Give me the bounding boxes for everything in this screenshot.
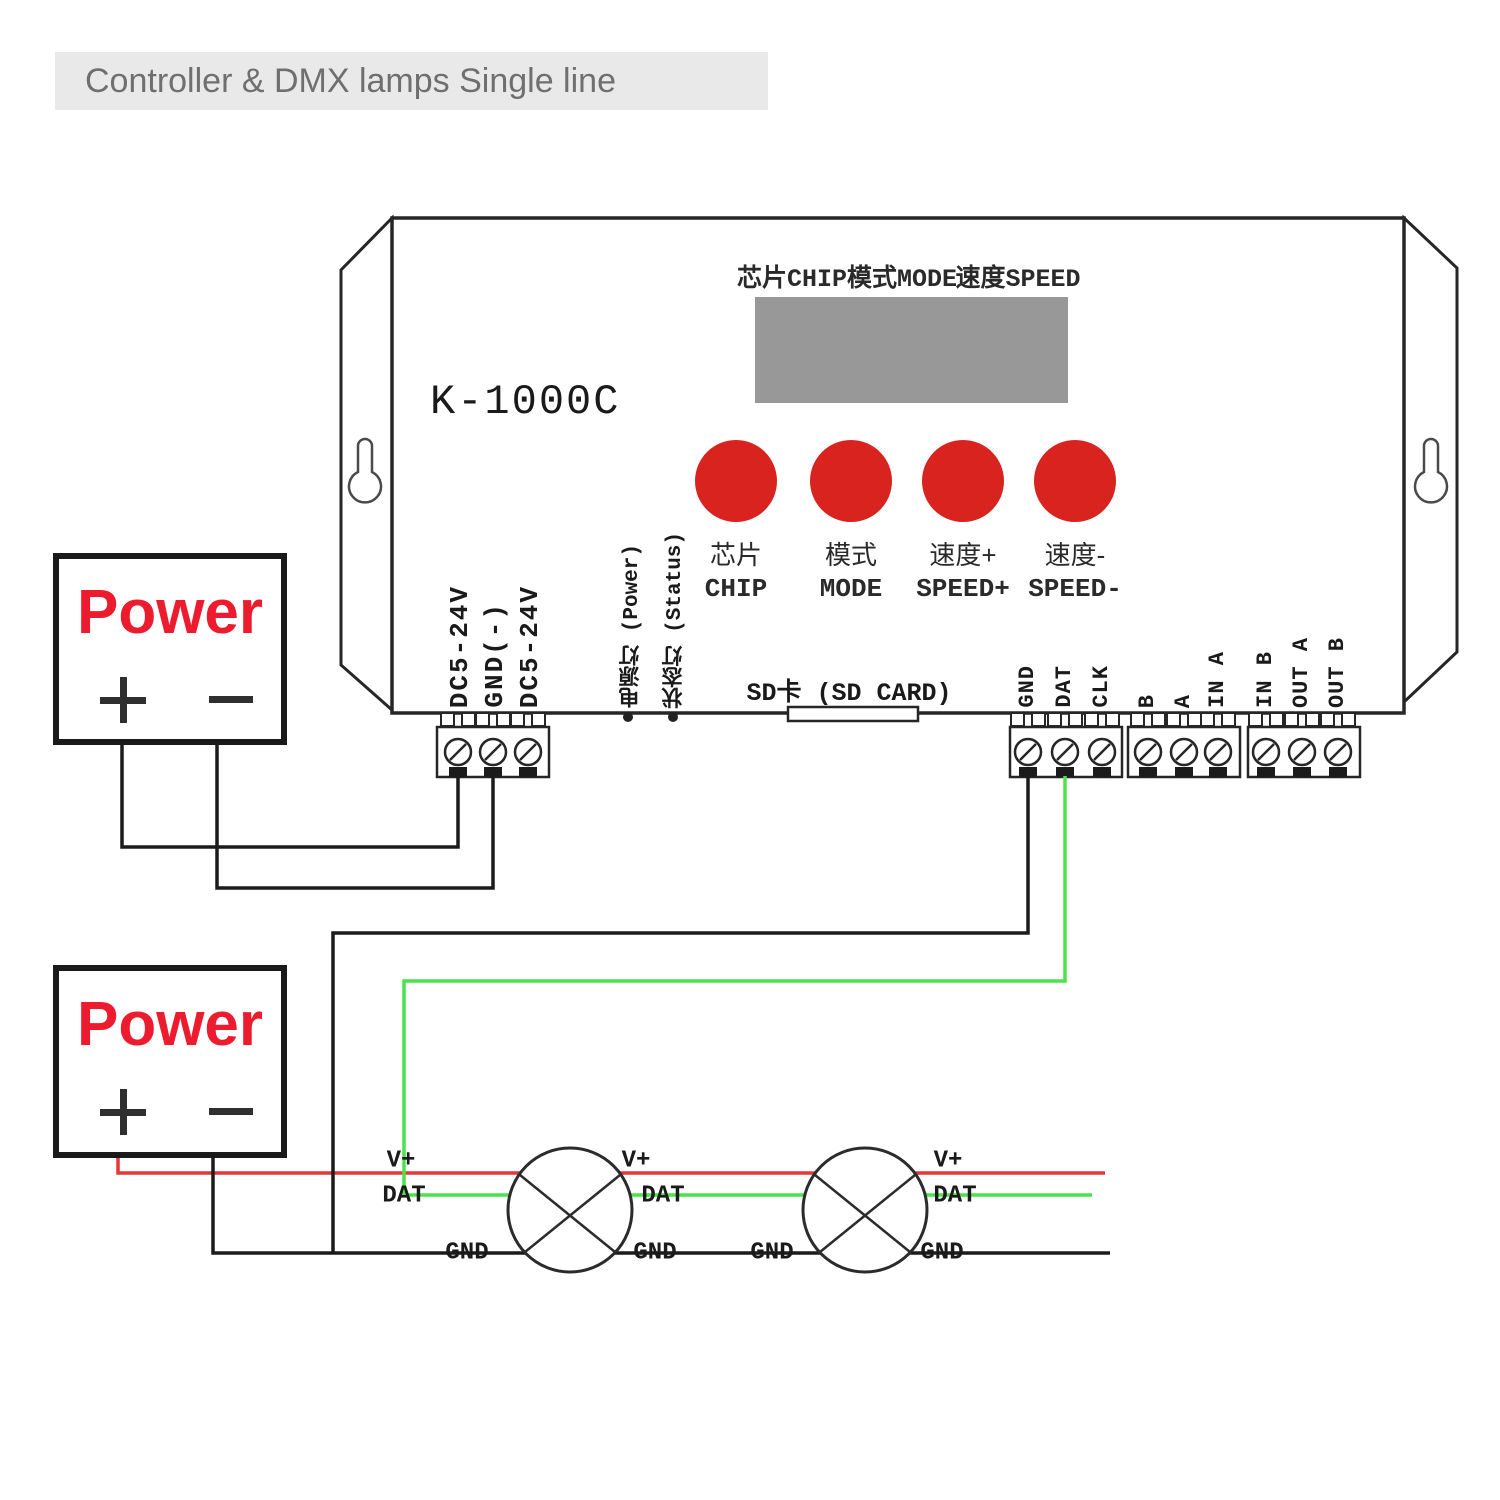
mode-button (810, 440, 892, 522)
dat-wire (402, 776, 1092, 1197)
panel-header-mode: 模式MODE (846, 265, 958, 294)
v-plus-label: V+ (933, 1147, 963, 1175)
power-supply-2: Power (53, 965, 287, 1158)
terminal-label-in-b: IN B (1253, 651, 1278, 708)
gnd-label: GND (920, 1239, 964, 1267)
dat-label: DAT (641, 1182, 685, 1210)
mode-button-label: 模式 MODE (819, 540, 883, 604)
terminal-label-b: B (1135, 693, 1160, 708)
chip-button-label: 芯片 CHIP (704, 540, 768, 604)
power-led-label: 电源灯 (Power) (621, 544, 644, 708)
lamp-cross-icon (524, 1174, 621, 1253)
gnd-label: GND (633, 1239, 677, 1267)
v-plus-wire (116, 1158, 1105, 1175)
plus-icon (100, 677, 146, 723)
terminal-label-gnd: GND (1015, 665, 1040, 708)
speed-plus-button-label: 速度+ SPEED+ (916, 540, 1010, 604)
controller-model-label: K-1000C (430, 378, 621, 426)
sd-card-slot (786, 705, 920, 723)
gnd-label: GND (445, 1239, 489, 1267)
left-mounting-ear (339, 214, 394, 714)
terminal-label-a: A (1171, 693, 1196, 708)
v-plus-label: V+ (386, 1147, 416, 1175)
dmx-lamp-1 (506, 1146, 634, 1274)
dat-label: DAT (933, 1182, 977, 1210)
right-mounting-ear (1402, 214, 1459, 706)
panel-header-speed: 速度SPEED (955, 265, 1081, 294)
status-led-label: 状态灯 (Status) (664, 531, 687, 708)
controller-gnd-wire (331, 770, 1030, 1253)
speed-minus-button (1034, 440, 1116, 522)
terminal-label-out-a: OUT A (1289, 636, 1314, 708)
lcd-display (755, 297, 1068, 403)
terminal-label-out-b: OUT B (1325, 636, 1350, 708)
power-supply-label: Power (76, 990, 264, 1059)
status-led-icon (668, 712, 678, 722)
speed-plus-button (922, 440, 1004, 522)
diagram-title: Controller & DMX lamps Single line (55, 52, 768, 110)
minus-icon (209, 1108, 253, 1115)
power1-plus-wire (120, 745, 460, 849)
plus-icon (100, 1089, 146, 1135)
power2-minus-wire (211, 1158, 333, 1255)
terminal-label-dc-1: DC5-24V (445, 584, 475, 708)
dat-label: DAT (382, 1182, 426, 1210)
power-supply-label: Power (76, 578, 264, 647)
lamp-cross-icon (819, 1174, 916, 1253)
power1-minus-wire (215, 745, 495, 890)
chip-button (695, 440, 777, 522)
lamp-cross-icon (814, 1174, 911, 1253)
gnd-label: GND (750, 1239, 794, 1267)
terminal-label-clk: CLK (1089, 665, 1114, 708)
lamp-cross-icon (519, 1174, 616, 1253)
terminal-label-dc-2: DC5-24V (515, 584, 545, 708)
speed-minus-button-label: 速度- SPEED- (1028, 540, 1122, 604)
terminal-label-gnd-minus: GND(-) (480, 602, 510, 708)
sd-card-label: SD卡 (SD CARD) (746, 679, 952, 708)
terminal-label-in-a: IN A (1205, 651, 1230, 708)
power-supply-1: Power (53, 553, 287, 745)
v-plus-label: V+ (621, 1147, 651, 1175)
terminal-label-dat: DAT (1052, 665, 1077, 708)
panel-header-chip: 芯片CHIP (736, 265, 848, 294)
minus-icon (209, 696, 253, 703)
power-led-icon (623, 712, 633, 722)
dmx-lamp-2 (801, 1146, 929, 1274)
